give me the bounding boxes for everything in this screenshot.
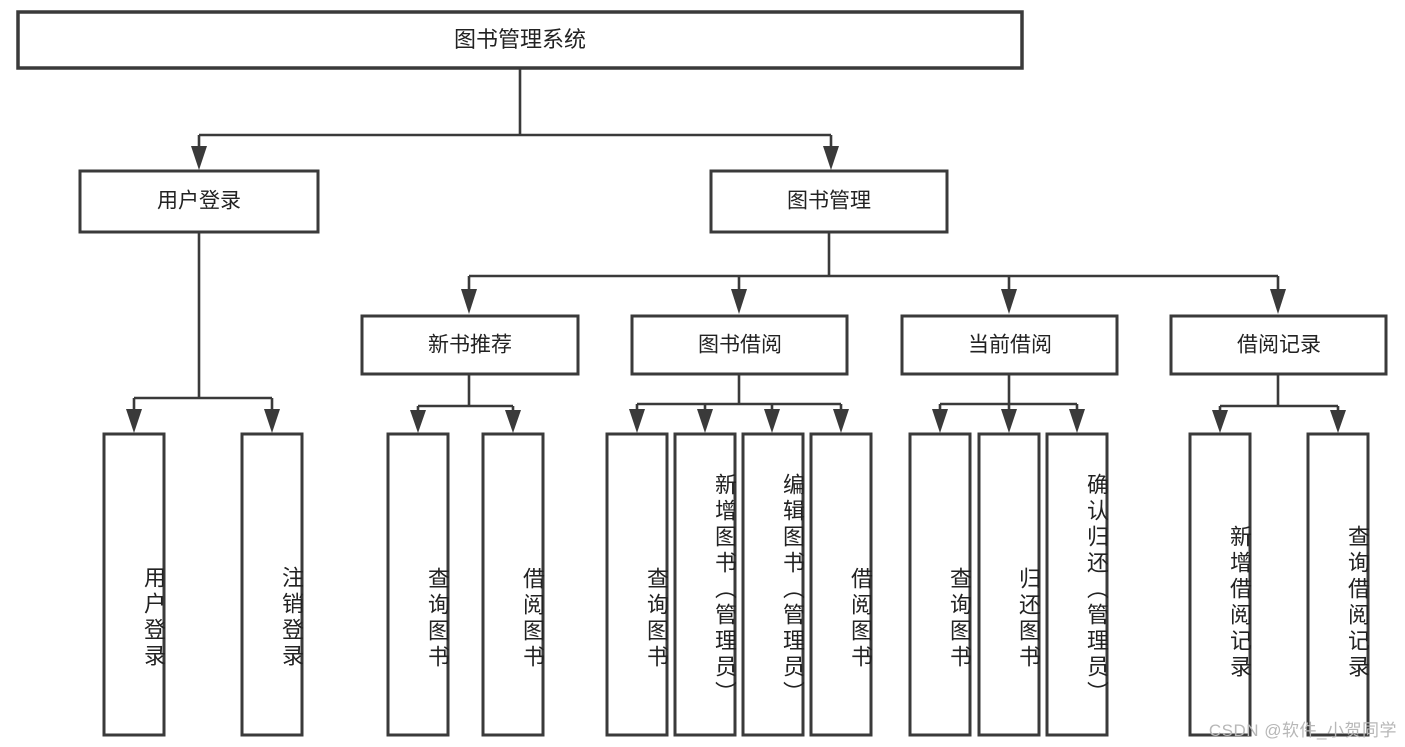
leaf-box-add-book-admin[interactable]	[673, 432, 737, 737]
connector-root-to-level2	[191, 68, 839, 170]
leaf-box-query-borrow-record[interactable]	[1306, 432, 1370, 737]
leaf-box-confirm-return-admin[interactable]	[1045, 432, 1109, 737]
watermark-text: CSDN @软件_小贺同学	[1208, 721, 1397, 740]
leaf-box-query-book-1[interactable]	[386, 432, 450, 737]
leaf-box-borrow-book-2[interactable]	[809, 432, 873, 737]
leaf-box-borrow-book-1[interactable]	[481, 432, 545, 737]
leaf-box-query-book-3[interactable]	[908, 432, 972, 737]
connector-userlogin-to-leaves	[126, 232, 280, 433]
node-current-borrow-label: 当前借阅	[968, 334, 1052, 357]
leaf-box-logout[interactable]	[240, 432, 304, 737]
node-borrow-record-label: 借阅记录	[1237, 334, 1321, 357]
node-new-book-recommend-label: 新书推荐	[428, 334, 512, 357]
leaf-box-query-book-2[interactable]	[605, 432, 669, 737]
node-book-management[interactable]: 图书管理	[709, 169, 949, 234]
connector-borrow-to-leaves	[629, 375, 849, 433]
leaf-box-user-login[interactable]	[102, 432, 166, 737]
leaf-box-return-book[interactable]	[977, 432, 1041, 737]
leaf-box-edit-book-admin[interactable]	[741, 432, 805, 737]
node-user-login[interactable]: 用户登录	[78, 169, 320, 234]
node-borrow-record[interactable]: 借阅记录	[1169, 314, 1388, 376]
leaf-box-add-borrow-record[interactable]	[1188, 432, 1252, 737]
node-root[interactable]: 图书管理系统	[16, 10, 1024, 70]
node-book-borrow[interactable]: 图书借阅	[630, 314, 849, 376]
node-current-borrow[interactable]: 当前借阅	[900, 314, 1119, 376]
connector-current-to-leaves	[932, 375, 1085, 433]
connector-bookmgmt-to-level3	[461, 232, 1286, 314]
node-book-borrow-label: 图书借阅	[698, 334, 782, 357]
node-new-book-recommend[interactable]: 新书推荐	[360, 314, 580, 376]
node-root-label: 图书管理系统	[454, 27, 586, 52]
node-user-login-label: 用户登录	[157, 190, 241, 213]
connector-record-to-leaves	[1212, 375, 1346, 433]
node-book-management-label: 图书管理	[787, 190, 871, 213]
connector-newbook-to-leaves	[410, 375, 521, 433]
